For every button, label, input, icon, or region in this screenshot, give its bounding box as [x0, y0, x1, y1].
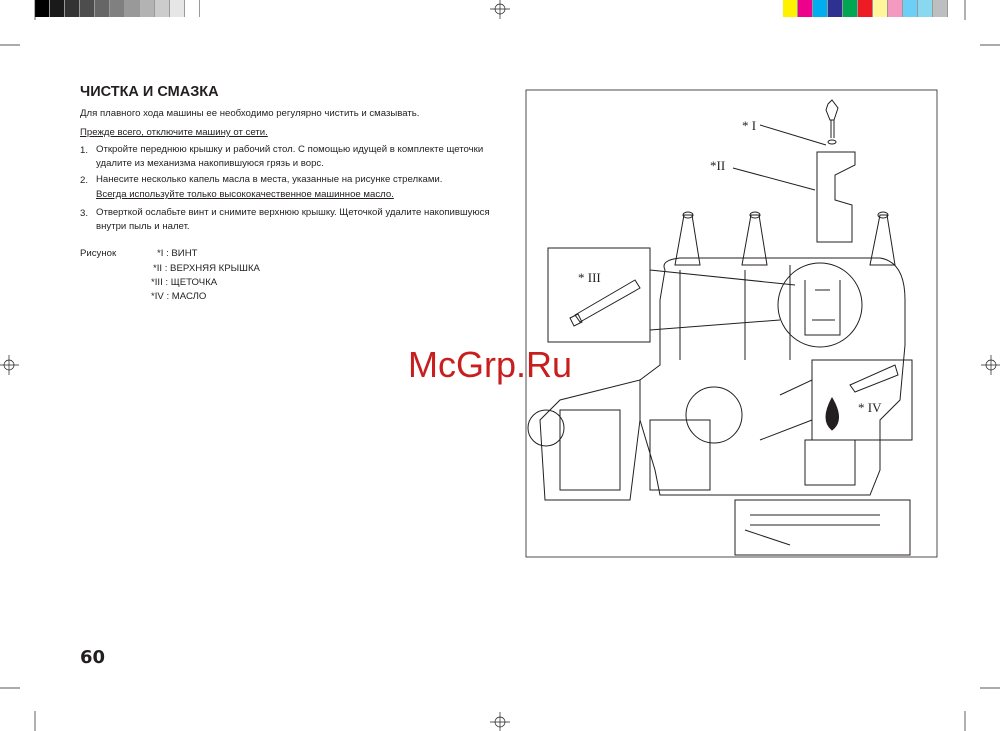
step-text: Нанесите несколько капель масла в места,… — [96, 174, 443, 185]
color-swatch — [155, 0, 170, 17]
color-swatch — [140, 0, 155, 17]
color-calibration-bar — [783, 0, 948, 17]
color-swatch — [50, 0, 65, 17]
label-screw: * I — [742, 118, 756, 133]
color-swatch — [858, 0, 873, 17]
color-swatch — [783, 0, 798, 17]
color-swatch — [125, 0, 140, 17]
color-swatch — [828, 0, 843, 17]
page-number: 60 — [80, 647, 106, 668]
color-swatch — [873, 0, 888, 17]
gray-calibration-bar — [35, 0, 200, 17]
color-swatch — [80, 0, 95, 17]
color-swatch — [918, 0, 933, 17]
color-swatch — [110, 0, 125, 17]
legend-item: *II : ВЕРХНЯЯ КРЫШКА — [153, 263, 260, 274]
color-swatch — [798, 0, 813, 17]
step-number: 1. — [80, 145, 89, 156]
step-note: Всегда используйте только высококачестве… — [96, 189, 394, 200]
legend-item: *IV : МАСЛО — [151, 291, 207, 302]
color-swatch — [95, 0, 110, 17]
step-number: 3. — [80, 208, 89, 219]
step-number: 2. — [80, 175, 89, 186]
color-swatch — [185, 0, 200, 17]
color-swatch — [35, 0, 50, 17]
color-swatch — [843, 0, 858, 17]
label-oil: * IV — [858, 400, 882, 415]
warning-text: Прежде всего, отключите машину от сети. — [80, 127, 268, 138]
step-text: Отверткой ослабьте винт и снимите верхню… — [96, 207, 490, 232]
legend-label: Рисунок — [80, 248, 117, 259]
color-swatch — [933, 0, 948, 17]
color-swatch — [903, 0, 918, 17]
color-swatch — [888, 0, 903, 17]
color-swatch — [813, 0, 828, 17]
label-top-cover: *II — [710, 158, 725, 173]
color-swatch — [65, 0, 80, 17]
intro-text: Для плавного хода машины ее необходимо р… — [80, 108, 420, 119]
legend-item: *III : ЩЕТОЧКА — [151, 277, 218, 288]
thread-spools — [674, 211, 896, 266]
color-swatch — [170, 0, 185, 17]
legend-item: *I : ВИНТ — [157, 248, 198, 259]
page-title: ЧИСТКА И СМАЗКА — [80, 84, 219, 100]
watermark: McGrp.Ru — [408, 344, 573, 385]
label-brush: * III — [578, 270, 601, 285]
step-text: Откройте переднюю крышку и рабочий стол.… — [96, 144, 484, 169]
